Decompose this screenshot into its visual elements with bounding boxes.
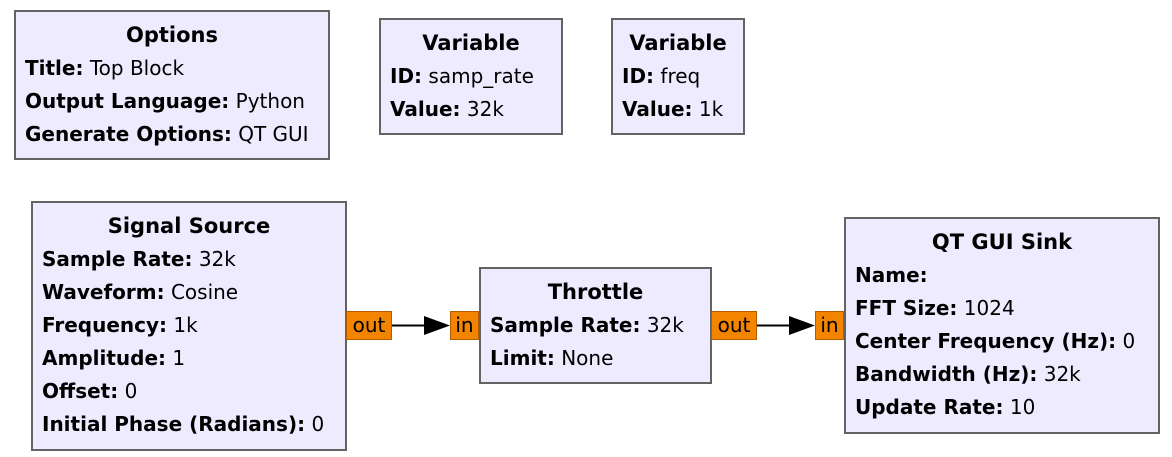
throttle-block-title: Throttle bbox=[547, 280, 644, 304]
param-center-frequency: Center Frequency (Hz): 0 bbox=[855, 329, 1136, 353]
param-generate-options: Generate Options: QT GUI bbox=[25, 122, 309, 146]
param-value: Value: 32k bbox=[390, 97, 504, 121]
qt-gui-sink-in-port[interactable]: in bbox=[815, 311, 844, 340]
param-id: ID: samp_rate bbox=[390, 64, 534, 88]
variable-samp-rate-block[interactable]: Variable ID: samp_rate Value: 32k bbox=[379, 18, 563, 135]
param-limit: Limit: None bbox=[490, 346, 614, 370]
param-fft-size: FFT Size: 1024 bbox=[855, 296, 1015, 320]
param-value: Value: 1k bbox=[622, 97, 724, 121]
connection-throttle-to-sink[interactable] bbox=[757, 316, 815, 335]
param-offset: Offset: 0 bbox=[42, 379, 138, 403]
param-initial-phase: Initial Phase (Radians): 0 bbox=[42, 412, 325, 436]
variable-freq-block[interactable]: Variable ID: freq Value: 1k bbox=[611, 18, 745, 135]
param-sample-rate: Sample Rate: 32k bbox=[42, 247, 236, 271]
qt-gui-sink-block[interactable]: QT GUI Sink Name: FFT Size: 1024 Center … bbox=[844, 217, 1160, 434]
param-name: Name: bbox=[855, 263, 928, 287]
signal-source-block-title: Signal Source bbox=[107, 214, 271, 238]
param-waveform: Waveform: Cosine bbox=[42, 280, 239, 304]
options-block[interactable]: Options Title: Top Block Output Language… bbox=[14, 10, 330, 160]
signal-source-out-port[interactable]: out bbox=[346, 311, 392, 340]
qt-gui-sink-block-title: QT GUI Sink bbox=[931, 230, 1073, 254]
variable-block-title: Variable bbox=[422, 31, 520, 55]
param-title: Title: Top Block bbox=[25, 56, 185, 80]
param-frequency: Frequency: 1k bbox=[42, 313, 198, 337]
param-sample-rate: Sample Rate: 32k bbox=[490, 313, 684, 337]
param-update-rate: Update Rate: 10 bbox=[855, 395, 1036, 419]
connection-source-to-throttle[interactable] bbox=[392, 316, 450, 335]
param-id: ID: freq bbox=[622, 64, 701, 88]
throttle-block[interactable]: Throttle Sample Rate: 32k Limit: None bbox=[479, 267, 712, 384]
param-output-language: Output Language: Python bbox=[25, 89, 305, 113]
variable-block-title: Variable bbox=[629, 31, 727, 55]
param-amplitude: Amplitude: 1 bbox=[42, 346, 186, 370]
throttle-in-port[interactable]: in bbox=[450, 311, 479, 340]
options-block-title: Options bbox=[126, 23, 218, 47]
param-bandwidth: Bandwidth (Hz): 32k bbox=[855, 362, 1081, 386]
signal-source-block[interactable]: Signal Source Sample Rate: 32k Waveform:… bbox=[31, 201, 347, 451]
arrowhead-icon bbox=[424, 316, 450, 335]
throttle-out-port[interactable]: out bbox=[711, 311, 757, 340]
arrowhead-icon bbox=[789, 316, 815, 335]
